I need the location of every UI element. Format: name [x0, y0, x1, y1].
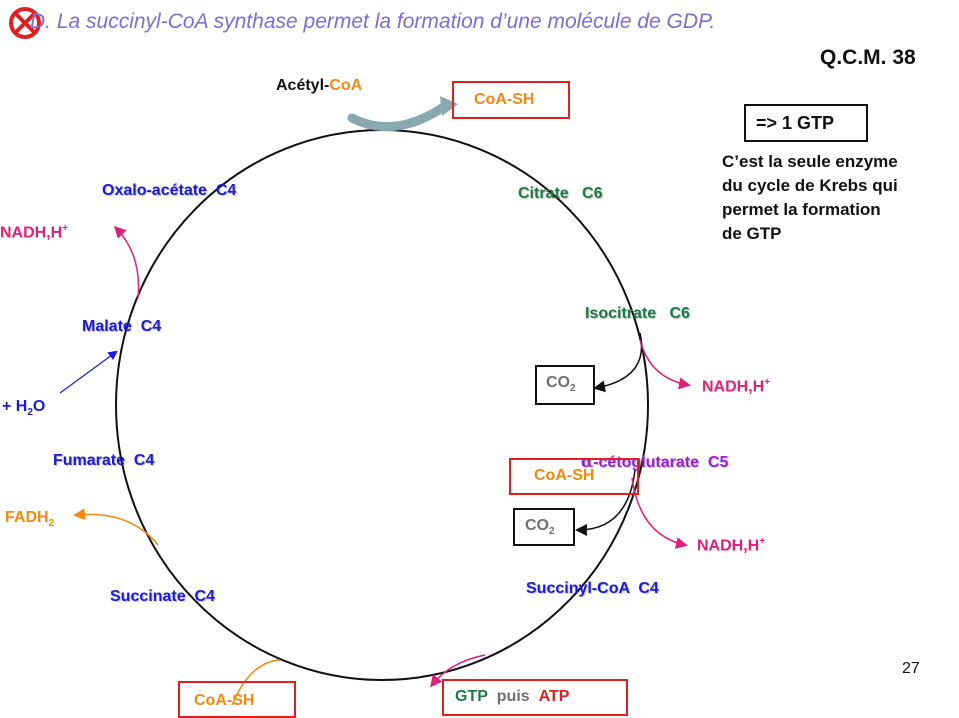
coash-mid-label: CoA-SH — [534, 467, 595, 484]
acetyl-coa-label: Acétyl-CoA — [276, 77, 363, 94]
qcm-label: Q.C.M. 38 — [820, 46, 916, 69]
isocitrate-co2-arrow — [593, 332, 643, 393]
answer-line-1: C’est la seule enzyme — [722, 152, 898, 171]
water-label: + H2O — [2, 398, 46, 419]
answer-line-3: permet la formation — [722, 200, 881, 219]
page-number: 27 — [902, 660, 920, 677]
co2-box-2 — [513, 508, 575, 546]
nadh-label-3: NADH,H+ — [0, 223, 69, 242]
succinate-label: Succinate C4 — [110, 588, 215, 605]
answer-box — [744, 104, 868, 142]
nadh-label-2: NADH,H+ — [697, 536, 766, 555]
answer-line-4: de GTP — [722, 224, 782, 243]
isocitrate-nadh-arrow — [639, 339, 691, 390]
cross-out-icon — [8, 6, 42, 40]
malate-label: Malate C4 — [82, 318, 162, 335]
co2-box-1 — [535, 365, 595, 405]
coash-bottom-label: CoA-SH — [194, 692, 255, 709]
gtp-arrow — [430, 654, 486, 688]
oxaloacetate-label: Oxalo-acétate C4 — [102, 182, 237, 199]
fumarate-label: Fumarate C4 — [53, 452, 155, 469]
succinyl-coa-label: Succinyl-CoA C4 — [526, 580, 659, 597]
isocitrate-label: Isocitrate C6 — [585, 305, 690, 322]
coash-mid-box — [509, 458, 639, 495]
co2-label-1: CO2 — [546, 374, 576, 395]
answer-line-2: du cycle de Krebs qui — [722, 176, 898, 195]
statement-body: La succinyl-CoA synthase permet la forma… — [56, 10, 716, 33]
gtp-atp-label: GTP puis ATP — [455, 688, 570, 705]
coash-top-label: CoA-SH — [474, 91, 535, 108]
fadh2-label: FADH2 — [5, 509, 55, 530]
citrate-label: Citrate C6 — [518, 185, 603, 202]
statement-letter: D. — [30, 10, 51, 33]
malate-nadh-arrow — [113, 225, 140, 299]
fadh-arrow — [73, 508, 159, 546]
answer-box-label: => 1 GTP — [756, 113, 835, 133]
acetyl-arrow — [347, 101, 450, 132]
akg-nadh-arrow — [631, 477, 688, 549]
coash-bottom-arrow — [231, 659, 281, 706]
nadh-label-1: NADH,H+ — [702, 377, 771, 396]
water-arrow — [59, 350, 118, 394]
statement-text: D. La succinyl-CoA synthase permet la fo… — [30, 10, 715, 34]
gtp-box — [442, 679, 628, 716]
coash-top-box — [452, 81, 570, 119]
co2-label-2: CO2 — [525, 517, 555, 538]
